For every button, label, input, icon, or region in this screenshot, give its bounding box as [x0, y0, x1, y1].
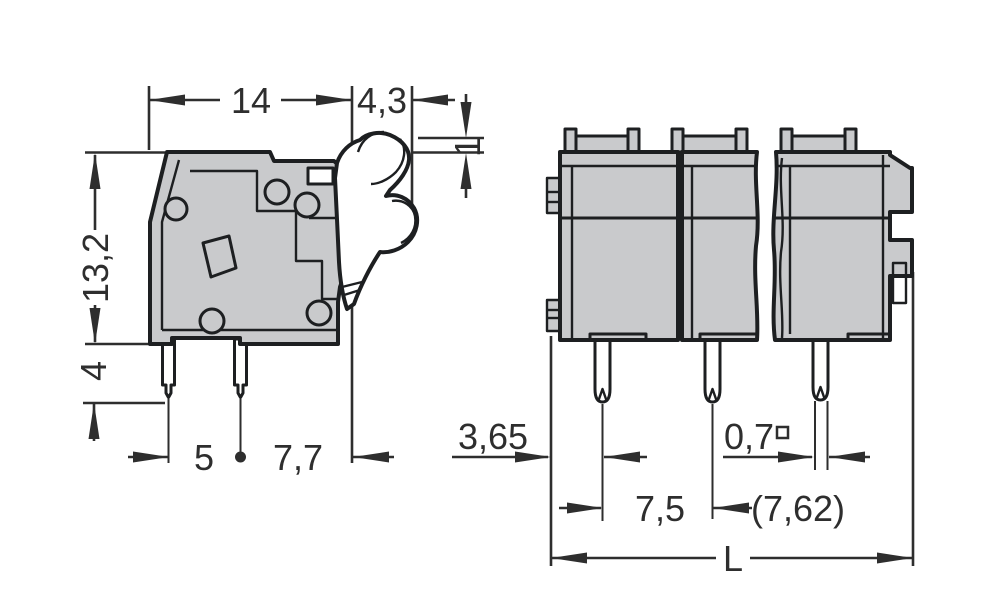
dimension-arrow [567, 502, 603, 514]
dimension-arrow [316, 94, 352, 106]
dim-label-pin-pitch: 5 [194, 437, 214, 478]
dim-label-lever-width: 4,3 [357, 80, 407, 121]
dimension-arrow [412, 94, 448, 106]
dimension-arrow [877, 552, 913, 564]
solder-pin [593, 336, 830, 404]
dim-label-pin-cross-section: 0,7 [724, 416, 774, 457]
break-line-inner [778, 157, 784, 339]
pusher-opening [201, 234, 238, 279]
pole-2-body [680, 150, 760, 342]
solder-pin [161, 337, 248, 399]
pole-3-body [771, 150, 914, 342]
dimension-origin-dot [235, 451, 246, 463]
dimension-labels: 14 4,3 1 13,2 4 5 7,7 3,65 0,7 7,5 (7,62… [73, 80, 845, 579]
dimension-arrow [778, 451, 814, 463]
dimension-arrow [551, 552, 587, 564]
dimension-arrow [829, 451, 865, 463]
top-tabs [563, 127, 858, 154]
top-notch [306, 166, 335, 186]
dim-label-lever-protrusion: 1 [447, 137, 488, 157]
dimension-arrow [133, 451, 169, 463]
clamp-lever [333, 130, 420, 311]
dim-label-alt-pitch: (7,62) [751, 488, 845, 529]
dim-label-edge-to-pin: 3,65 [458, 416, 528, 457]
dimension-arrow [88, 403, 100, 439]
front-view [545, 127, 914, 404]
dim-label-pole-pitch: 7,5 [635, 488, 685, 529]
dimension-arrow [460, 153, 472, 189]
pole-detail-lines [560, 155, 908, 340]
dimension-arrow [89, 153, 101, 189]
housing-holes [163, 178, 333, 335]
dimension-lines [88, 94, 913, 564]
square-pin-symbol [775, 425, 790, 440]
pole-1-body [558, 150, 680, 342]
dim-label-pin-length: 4 [73, 361, 114, 381]
lever-inner-lines [341, 130, 417, 297]
side-view [148, 130, 420, 399]
dimension-arrow [713, 502, 749, 514]
dim-label-pin-offset: 7,7 [273, 437, 323, 478]
dim-label-total-length: L [723, 538, 743, 579]
dimension-arrow [89, 308, 101, 344]
dimension-arrow [353, 451, 389, 463]
dim-label-housing-height: 13,2 [75, 233, 116, 303]
dimension-arrow [604, 451, 640, 463]
dimension-arrow [515, 451, 551, 463]
dimension-arrow [149, 94, 185, 106]
dimension-arrow [460, 102, 472, 138]
housing-inner-contours [160, 159, 339, 332]
dim-label-top-width: 14 [231, 80, 271, 121]
